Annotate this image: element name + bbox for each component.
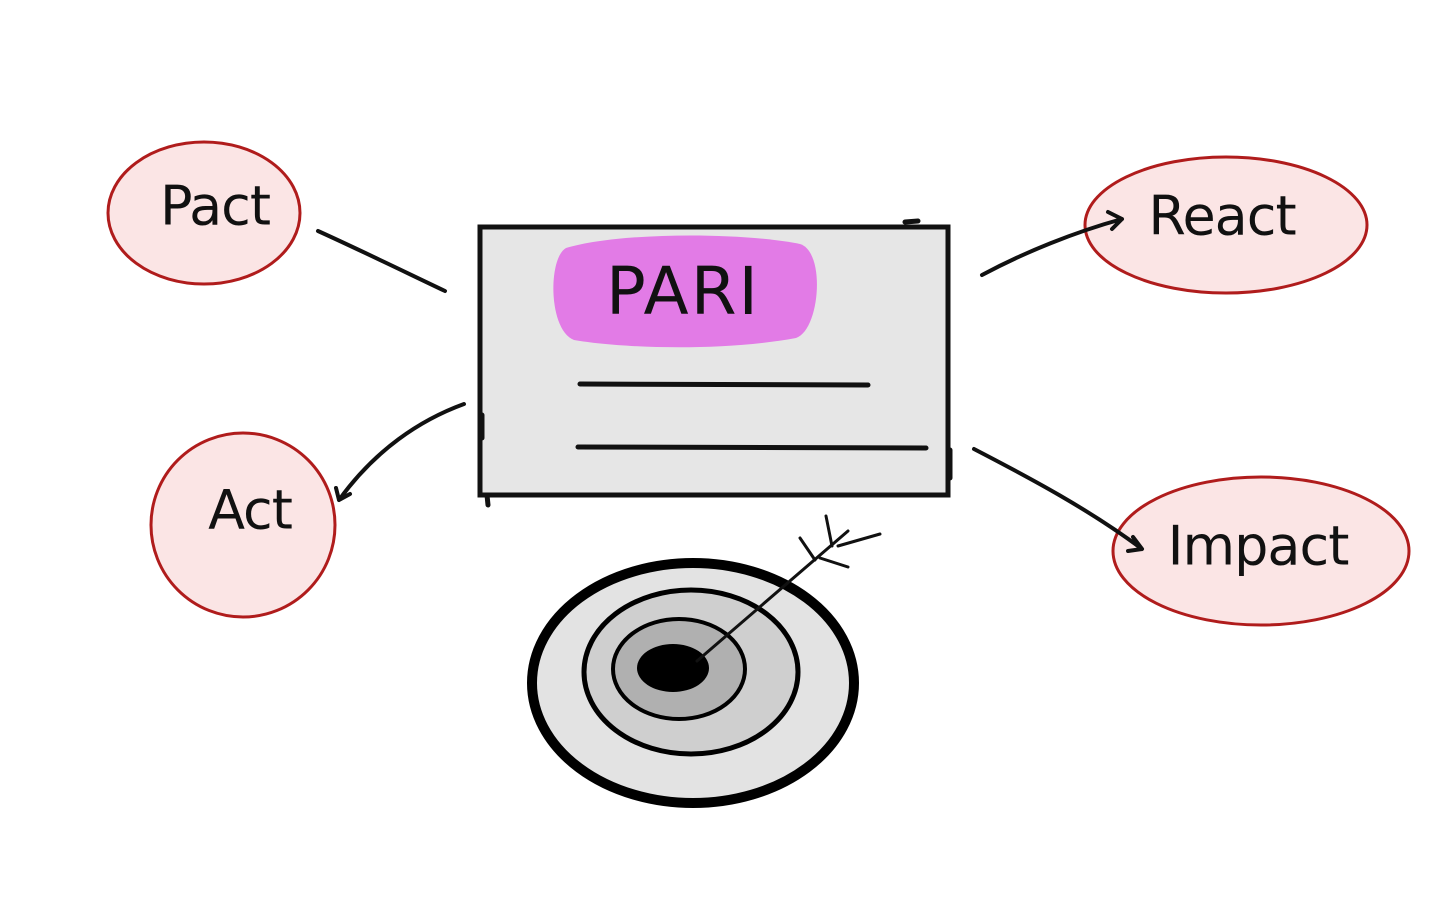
pari-title: PARI [606, 253, 760, 330]
pari-title-highlight [553, 235, 817, 348]
connector-impact [972, 447, 1144, 553]
target-arrow-fletching [798, 514, 882, 569]
node-react-label: React [1148, 185, 1295, 248]
node-impact-label: Impact [1168, 515, 1349, 578]
node-act-label: Act [208, 479, 292, 542]
connector-act [334, 402, 466, 502]
pari-card-line-1 [577, 381, 871, 388]
node-pact-label: Pact [160, 175, 270, 238]
node-pact-ellipse [106, 140, 302, 286]
connector-pact [316, 229, 447, 293]
node-act-ellipse [149, 431, 337, 619]
target-arrow-shaft [695, 529, 850, 663]
pari-card-sketch-marks [479, 218, 953, 508]
node-act: Act [149, 431, 337, 619]
target-with-arrow-icon [527, 514, 882, 808]
target-bullseye [637, 644, 709, 692]
node-react: React [1083, 155, 1369, 295]
pari-card-line-2 [575, 444, 929, 451]
node-react-ellipse [1083, 155, 1369, 295]
pari-card: PARI [477, 218, 953, 508]
node-impact: Impact [1111, 475, 1411, 627]
node-impact-ellipse [1111, 475, 1411, 627]
connector-react [980, 210, 1124, 277]
node-pact: Pact [106, 140, 302, 286]
